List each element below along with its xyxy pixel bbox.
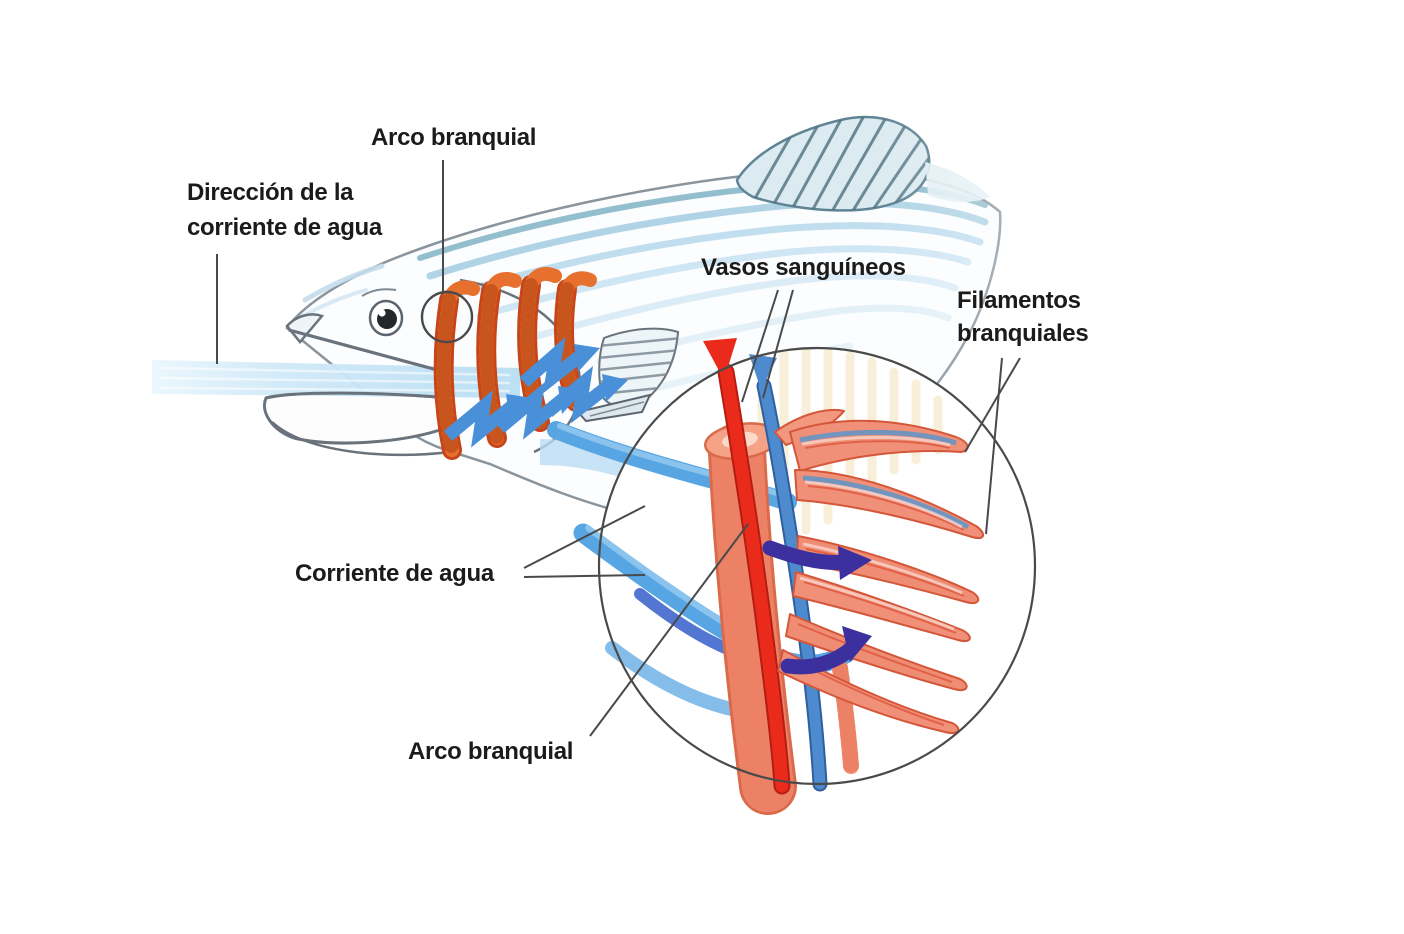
artery-arrowhead <box>703 338 737 380</box>
label-corriente-de-agua: Corriente de agua <box>295 560 494 587</box>
inset-circle-outline <box>597 346 1037 786</box>
dorsal-fin <box>735 115 990 212</box>
label-filamentos-line2: branquiales <box>957 320 1089 347</box>
highlight-ring <box>420 290 474 344</box>
leader-vasos-2 <box>762 289 794 399</box>
inset-counter-current-arrows <box>762 540 872 675</box>
leader-vasos-1 <box>741 289 779 403</box>
label-direccion-line2: corriente de agua <box>187 214 382 241</box>
leader-filamentos-1 <box>964 357 1021 453</box>
mouth-outline-overlay <box>265 328 453 400</box>
magnified-inset <box>547 338 1037 815</box>
fish-mouth <box>263 313 453 457</box>
pelvic-fin <box>576 393 652 423</box>
inset-vein-blue <box>749 354 828 792</box>
fish-eye-icon <box>361 288 404 337</box>
leader-arco-bottom <box>589 523 749 737</box>
leader-filamentos-2 <box>985 357 1003 535</box>
leader-corriente-1 <box>523 505 646 569</box>
label-filamentos-line1: Filamentos <box>957 287 1081 314</box>
dorsal-fin-rear <box>925 162 990 203</box>
label-arco-branquial-bottom: Arco branquial <box>408 738 574 765</box>
leader-lines <box>216 160 1021 737</box>
leader-corriente-2 <box>523 574 646 578</box>
label-direccion-line1: Dirección de la <box>187 179 354 206</box>
vein-arrowhead <box>749 354 777 390</box>
water-flow-zigzag-arrows <box>443 337 628 448</box>
inset-artery-red <box>703 338 791 795</box>
label-vasos-sanguineos: Vasos sanguíneos <box>701 254 906 281</box>
label-arco-branquial-top: Arco branquial <box>371 124 537 151</box>
